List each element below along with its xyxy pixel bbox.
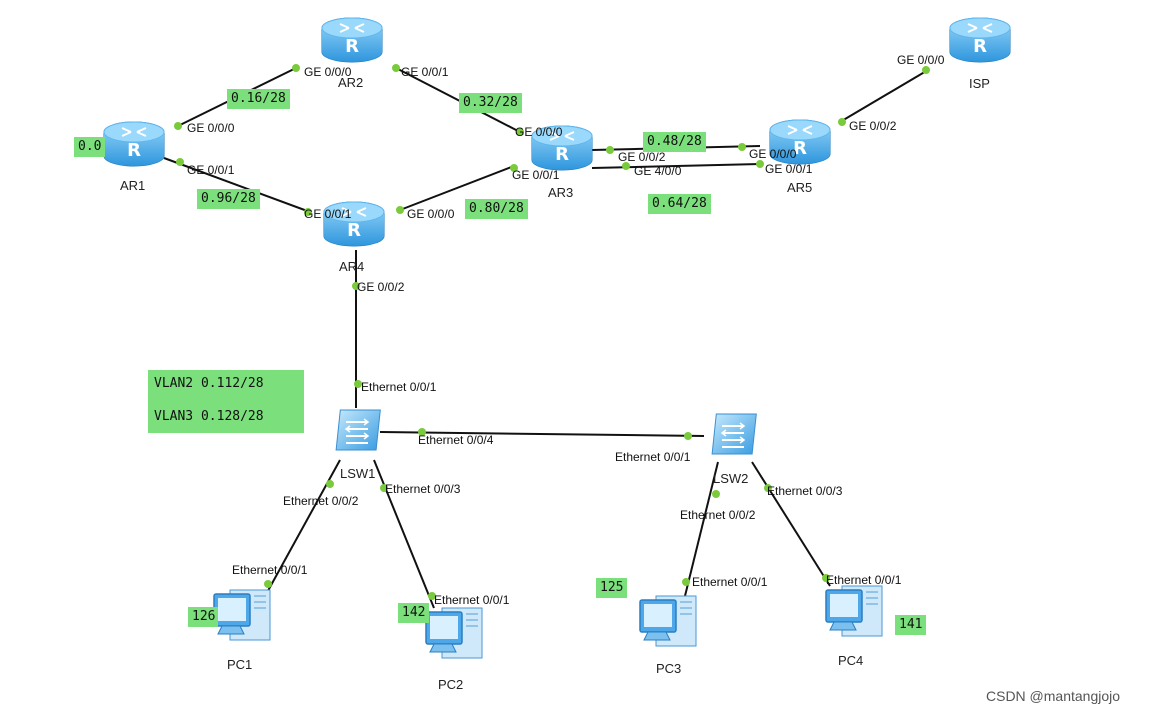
device-label-ar4: AR4 <box>339 259 365 274</box>
router-icon[interactable] <box>949 17 1011 63</box>
port-dot <box>682 578 690 586</box>
port-dot <box>292 64 300 72</box>
subnet-label-ar1-ar2: 0.16/28 <box>227 89 290 109</box>
port-label: GE 0/0/0 <box>749 147 797 161</box>
port-dot <box>264 580 272 588</box>
link-lsw2-pc3 <box>683 461 719 601</box>
port-dot <box>354 380 362 388</box>
subnet-label-pc3: 125 <box>596 578 628 598</box>
port-label: Ethernet 0/0/1 <box>826 573 902 587</box>
port-label: GE 0/0/2 <box>618 150 666 164</box>
port-dot <box>380 484 388 492</box>
port-dot <box>516 128 524 136</box>
link-lsw1-lsw2 <box>379 431 705 437</box>
port-dot <box>838 118 846 126</box>
subnet-label-ar3-ar5-b: 0.64/28 <box>648 194 711 214</box>
port-label: GE 0/0/1 <box>401 65 449 79</box>
port-label: Ethernet 0/0/3 <box>767 484 843 498</box>
port-dot <box>712 490 720 498</box>
port-label: GE 0/0/2 <box>849 119 897 133</box>
port-label: GE 0/0/1 <box>765 162 813 176</box>
vlan3-label: VLAN3 0.128/28 <box>154 409 264 424</box>
port-label: GE 0/0/1 <box>304 207 352 221</box>
vlan-box: VLAN2 0.112/28 VLAN3 0.128/28 <box>148 370 304 433</box>
port-dot <box>352 282 360 290</box>
device-label-pc4: PC4 <box>838 653 864 668</box>
pc-icon[interactable] <box>425 607 483 659</box>
port-label: GE 4/0/0 <box>634 164 682 178</box>
link-lsw2-pc4 <box>751 461 831 587</box>
port-dot <box>822 574 830 582</box>
port-dot <box>392 64 400 72</box>
link-ar1-ar4 <box>163 157 311 213</box>
device-label-pc3: PC3 <box>656 661 682 676</box>
port-dot <box>922 66 930 74</box>
pc-icon[interactable] <box>213 589 271 641</box>
port-label: GE 0/0/0 <box>897 53 945 67</box>
port-dot <box>764 484 772 492</box>
port-label: GE 0/0/0 <box>407 207 455 221</box>
port-dot <box>428 592 436 600</box>
subnet-label-ar1-ar4: 0.96/28 <box>197 189 260 209</box>
device-label-lsw2: LSW2 <box>713 471 749 486</box>
watermark: CSDN @mantangjojo <box>986 688 1121 704</box>
port-label: GE 0/0/0 <box>515 125 563 139</box>
vlan2-label: VLAN2 0.112/28 <box>154 376 264 391</box>
subnet-label-ar2-ar3: 0.32/28 <box>459 93 522 113</box>
port-dot <box>396 206 404 214</box>
device-label-pc2: PC2 <box>438 677 464 692</box>
pc-icon[interactable] <box>639 595 697 647</box>
device-label-ar3: AR3 <box>548 185 574 200</box>
port-dot <box>606 146 614 154</box>
device-label-lsw1: LSW1 <box>340 466 376 481</box>
device-label-ar1: AR1 <box>120 178 146 193</box>
port-dot <box>756 160 764 168</box>
subnet-label-ar1: 0.0 <box>74 137 106 157</box>
port-label: Ethernet 0/0/2 <box>680 508 756 522</box>
subnet-label-pc2: 142 <box>398 603 430 623</box>
port-dot <box>176 158 184 166</box>
port-label: Ethernet 0/0/4 <box>418 433 494 447</box>
port-label: GE 0/0/0 <box>187 121 235 135</box>
port-label: Ethernet 0/0/1 <box>615 450 691 464</box>
port-label: Ethernet 0/0/2 <box>283 494 359 508</box>
port-dot <box>174 122 182 130</box>
switch-icon[interactable] <box>335 409 382 451</box>
port-dot <box>326 480 334 488</box>
port-dot <box>684 432 692 440</box>
device-label-ar5: AR5 <box>787 180 813 195</box>
link-ar3-ar5-b <box>591 163 761 169</box>
device-label-pc1: PC1 <box>227 657 253 672</box>
router-icon[interactable] <box>103 121 165 167</box>
port-dot <box>622 162 630 170</box>
link-ar4-ar3 <box>399 165 515 211</box>
device-label-isp: ISP <box>969 76 990 91</box>
link-ar2-ar3 <box>395 67 521 133</box>
subnet-label-pc4: 141 <box>895 615 927 635</box>
port-label: Ethernet 0/0/1 <box>232 563 308 577</box>
port-label: Ethernet 0/0/1 <box>434 593 510 607</box>
port-dot <box>510 164 518 172</box>
port-dot <box>304 208 312 216</box>
port-label: Ethernet 0/0/1 <box>361 380 437 394</box>
port-label: GE 0/0/2 <box>357 280 405 294</box>
device-label-ar2: AR2 <box>338 75 364 90</box>
port-label: Ethernet 0/0/3 <box>385 482 461 496</box>
subnet-label-ar3-ar5-a: 0.48/28 <box>643 132 706 152</box>
link-ar5-isp <box>839 69 929 123</box>
subnet-label-pc1: 126 <box>188 607 218 627</box>
port-label: Ethernet 0/0/1 <box>692 575 768 589</box>
switch-icon[interactable] <box>711 413 758 455</box>
port-dot <box>738 143 746 151</box>
port-label: GE 0/0/1 <box>187 163 235 177</box>
port-label: GE 0/0/0 <box>304 65 352 79</box>
subnet-label-ar3-ar4: 0.80/28 <box>465 199 528 219</box>
router-icon[interactable] <box>321 17 383 63</box>
pc-icon[interactable] <box>825 585 883 637</box>
port-dot <box>418 428 426 436</box>
port-label: GE 0/0/1 <box>512 168 560 182</box>
